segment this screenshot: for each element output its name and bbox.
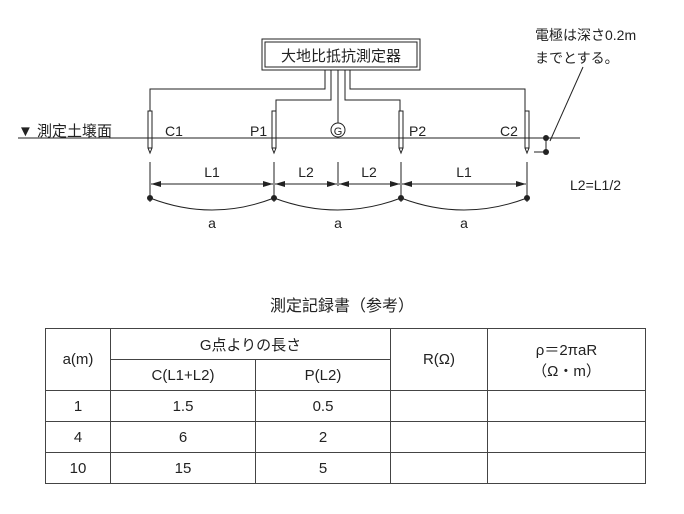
label-p2: P2	[409, 123, 426, 139]
electrode-p1	[271, 110, 277, 155]
arc-a-1	[149, 197, 275, 211]
note-leader-line	[549, 66, 584, 142]
arc-a-2	[273, 197, 402, 211]
dim-label-l1-right: L1	[456, 164, 472, 180]
label-p1: P1	[250, 123, 267, 139]
spacing-label-1: a	[208, 215, 216, 231]
dim-label-l2-right: L2	[361, 164, 377, 180]
electrode-c2	[524, 110, 530, 155]
instrument-label: 大地比抵抗測定器	[281, 48, 401, 65]
table-row: 4 6 2	[45, 421, 646, 453]
cell-rho	[487, 421, 646, 453]
cell-r	[390, 390, 488, 422]
header-r: R(Ω)	[390, 328, 488, 391]
instrument-box-inner	[264, 41, 418, 68]
electrode-diagram: 大地比抵抗測定器 ▼ 測定土壌面 C1 P1 G P2 C2 L1 L2 L2 …	[18, 27, 636, 231]
table-row: 1 1.5 0.5	[45, 390, 646, 422]
header-group: G点よりの長さ	[110, 328, 391, 360]
cell-r	[390, 452, 488, 484]
label-c2: C2	[500, 123, 518, 139]
g-point-circle	[330, 122, 346, 138]
cell-c: 1.5	[110, 390, 256, 422]
dim-label-l2-left: L2	[298, 164, 314, 180]
wire-c2	[349, 70, 526, 111]
header-rho: ρ＝2πaR （Ω・m）	[487, 328, 646, 391]
cell-rho	[487, 390, 646, 422]
cell-r	[390, 421, 488, 453]
header-rho-line1: ρ＝2πaR	[535, 341, 598, 359]
note-line-1: 電極は深さ0.2m	[535, 27, 636, 43]
cell-p: 5	[255, 452, 391, 484]
arc-a-3	[400, 197, 528, 211]
table-title: 測定記録書（参考）	[269, 298, 414, 315]
wire-c1	[149, 70, 326, 111]
spacing-label-2: a	[334, 215, 342, 231]
label-c1: C1	[165, 123, 183, 139]
electrode-c1	[147, 110, 153, 155]
table-subheader-row: C(L1+L2) P(L2)	[46, 359, 646, 391]
cell-p: 0.5	[255, 390, 391, 422]
wire-p1	[275, 70, 332, 111]
header-p: P(L2)	[255, 359, 391, 391]
instrument-box-outer	[261, 38, 421, 71]
ground-label: ▼ 測定土壌面	[18, 123, 112, 140]
header-rho-line2: （Ω・m）	[532, 362, 601, 380]
cell-c: 15	[110, 452, 256, 484]
cell-a: 1	[45, 390, 111, 422]
table-header-row: a(m) G点よりの長さ R(Ω) ρ＝2πaR （Ω・m）	[45, 328, 646, 391]
label-g: G	[334, 126, 343, 138]
dim-label-l1-left: L1	[204, 164, 220, 180]
cell-a: 4	[45, 421, 111, 453]
table-row: 10 15 5	[45, 452, 646, 484]
cell-rho	[487, 452, 646, 484]
relation-label: L2=L1/2	[570, 177, 621, 193]
cell-c: 6	[110, 421, 256, 453]
note-line-2: までとする。	[535, 50, 619, 66]
cell-p: 2	[255, 421, 391, 453]
electrode-p2	[398, 110, 404, 155]
measurement-record-table: a(m) G点よりの長さ R(Ω) ρ＝2πaR （Ω・m） C(L1+L2) P…	[45, 328, 646, 484]
header-a: a(m)	[45, 328, 111, 391]
spacing-label-3: a	[460, 215, 468, 231]
header-c: C(L1+L2)	[110, 359, 256, 391]
wire-p2	[344, 70, 401, 111]
cell-a: 10	[45, 452, 111, 484]
